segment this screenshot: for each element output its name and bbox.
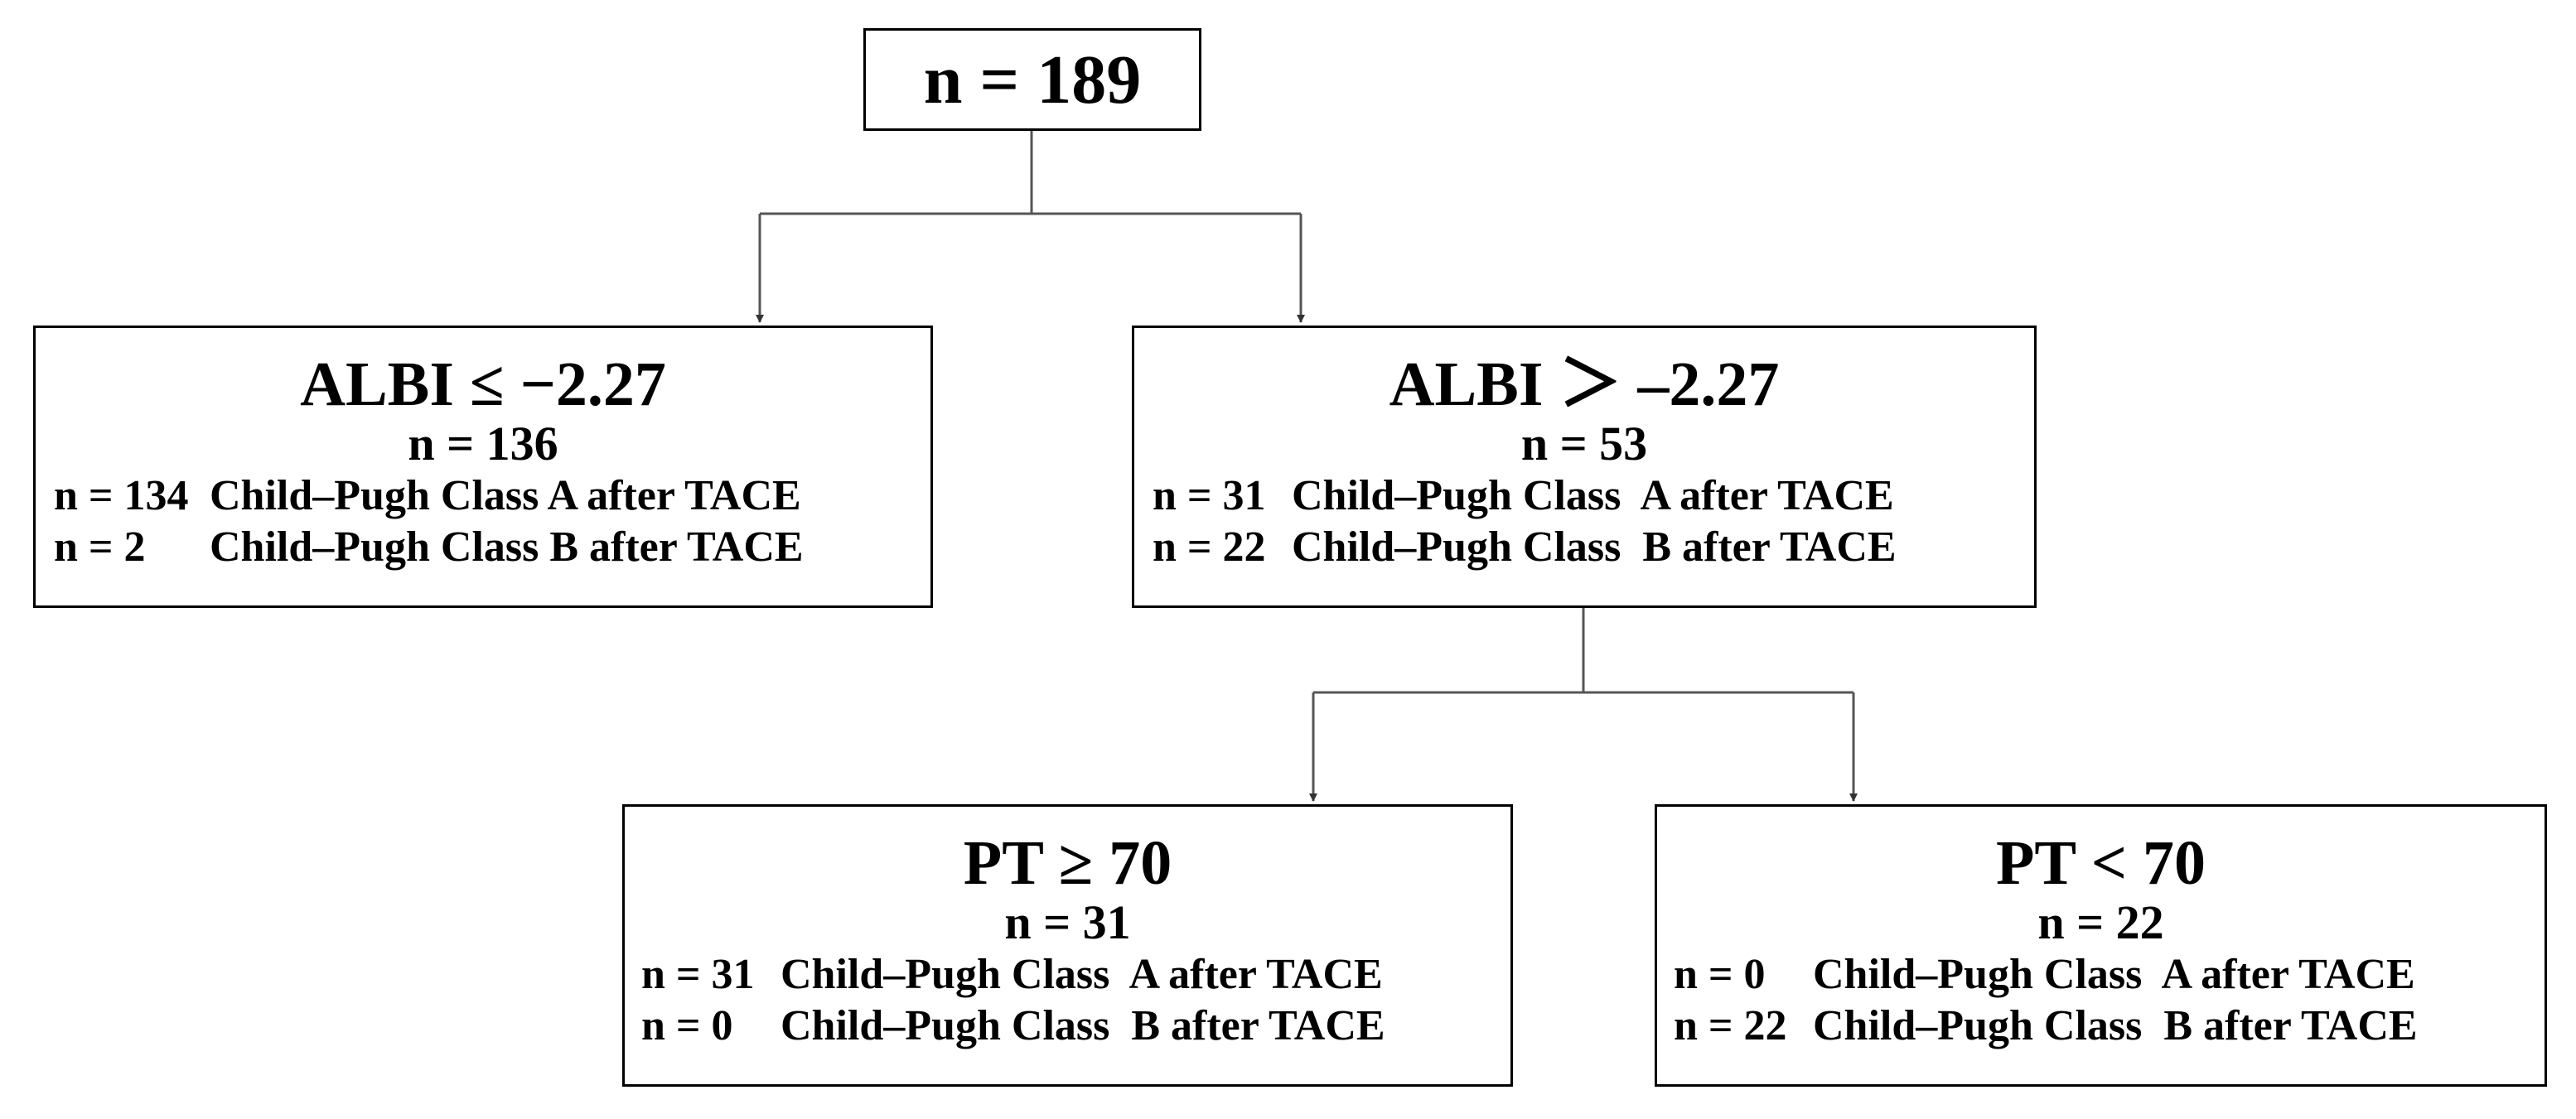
row-n: n = 31 bbox=[1153, 472, 1266, 519]
row-text: Child–Pugh Class B after TACE bbox=[210, 523, 804, 571]
node-rows: n = 31 Child–Pugh Class A after TACE n = … bbox=[625, 949, 1510, 1052]
row-n: n = 22 bbox=[1674, 1002, 1787, 1049]
row: n = 0 Child–Pugh Class B after TACE bbox=[641, 1001, 1510, 1052]
row-text: Child–Pugh Class A after TACE bbox=[1292, 472, 1894, 519]
row-n: n = 22 bbox=[1153, 523, 1266, 571]
node-title: PT ≥ 70 bbox=[963, 828, 1172, 898]
node-rows: n = 134 Child–Pugh Class A after TACE n =… bbox=[36, 470, 930, 573]
node-title: ALBI ＞ –2.27 bbox=[1389, 350, 1780, 419]
row-text: Child–Pugh Class B after TACE bbox=[781, 1002, 1385, 1049]
root-node: n = 189 bbox=[863, 28, 1201, 131]
row-text: Child–Pugh Class A after TACE bbox=[1813, 951, 2415, 998]
node-rows: n = 31 Child–Pugh Class A after TACE n = … bbox=[1134, 470, 2034, 573]
root-label: n = 189 bbox=[923, 41, 1142, 118]
node-count: n = 53 bbox=[1520, 417, 1648, 470]
row: n = 22 Child–Pugh Class B after TACE bbox=[1153, 522, 2034, 573]
node-albi-high: ALBI ＞ –2.27 n = 53 n = 31 Child–Pugh Cla… bbox=[1132, 326, 2037, 608]
node-title: ALBI ≤ −2.27 bbox=[300, 350, 666, 419]
node-pt-low: PT < 70 n = 22 n = 0 Child–Pugh Class A a… bbox=[1655, 804, 2547, 1087]
row: n = 31 Child–Pugh Class A after TACE bbox=[1153, 470, 2034, 522]
row-text: Child–Pugh Class B after TACE bbox=[1292, 523, 1897, 571]
row: n = 0 Child–Pugh Class A after TACE bbox=[1674, 949, 2545, 1001]
node-title: PT < 70 bbox=[1995, 828, 2206, 898]
row: n = 22 Child–Pugh Class B after TACE bbox=[1674, 1001, 2545, 1052]
row-text: Child–Pugh Class B after TACE bbox=[1813, 1002, 2418, 1049]
row: n = 31 Child–Pugh Class A after TACE bbox=[641, 949, 1510, 1001]
row-n: n = 0 bbox=[1674, 951, 1766, 998]
node-count: n = 22 bbox=[2037, 895, 2164, 949]
row-text: Child–Pugh Class A after TACE bbox=[781, 951, 1383, 998]
node-count: n = 31 bbox=[1004, 895, 1131, 949]
row-text: Child–Pugh Class A after TACE bbox=[210, 472, 801, 519]
row-n: n = 134 bbox=[54, 472, 189, 519]
row: n = 134 Child–Pugh Class A after TACE bbox=[54, 470, 930, 522]
row: n = 2 Child–Pugh Class B after TACE bbox=[54, 522, 930, 573]
row-n: n = 31 bbox=[641, 951, 755, 998]
node-rows: n = 0 Child–Pugh Class A after TACE n = 2… bbox=[1657, 949, 2545, 1052]
row-n: n = 2 bbox=[54, 523, 146, 571]
row-n: n = 0 bbox=[641, 1002, 733, 1049]
node-count: n = 136 bbox=[408, 417, 558, 470]
